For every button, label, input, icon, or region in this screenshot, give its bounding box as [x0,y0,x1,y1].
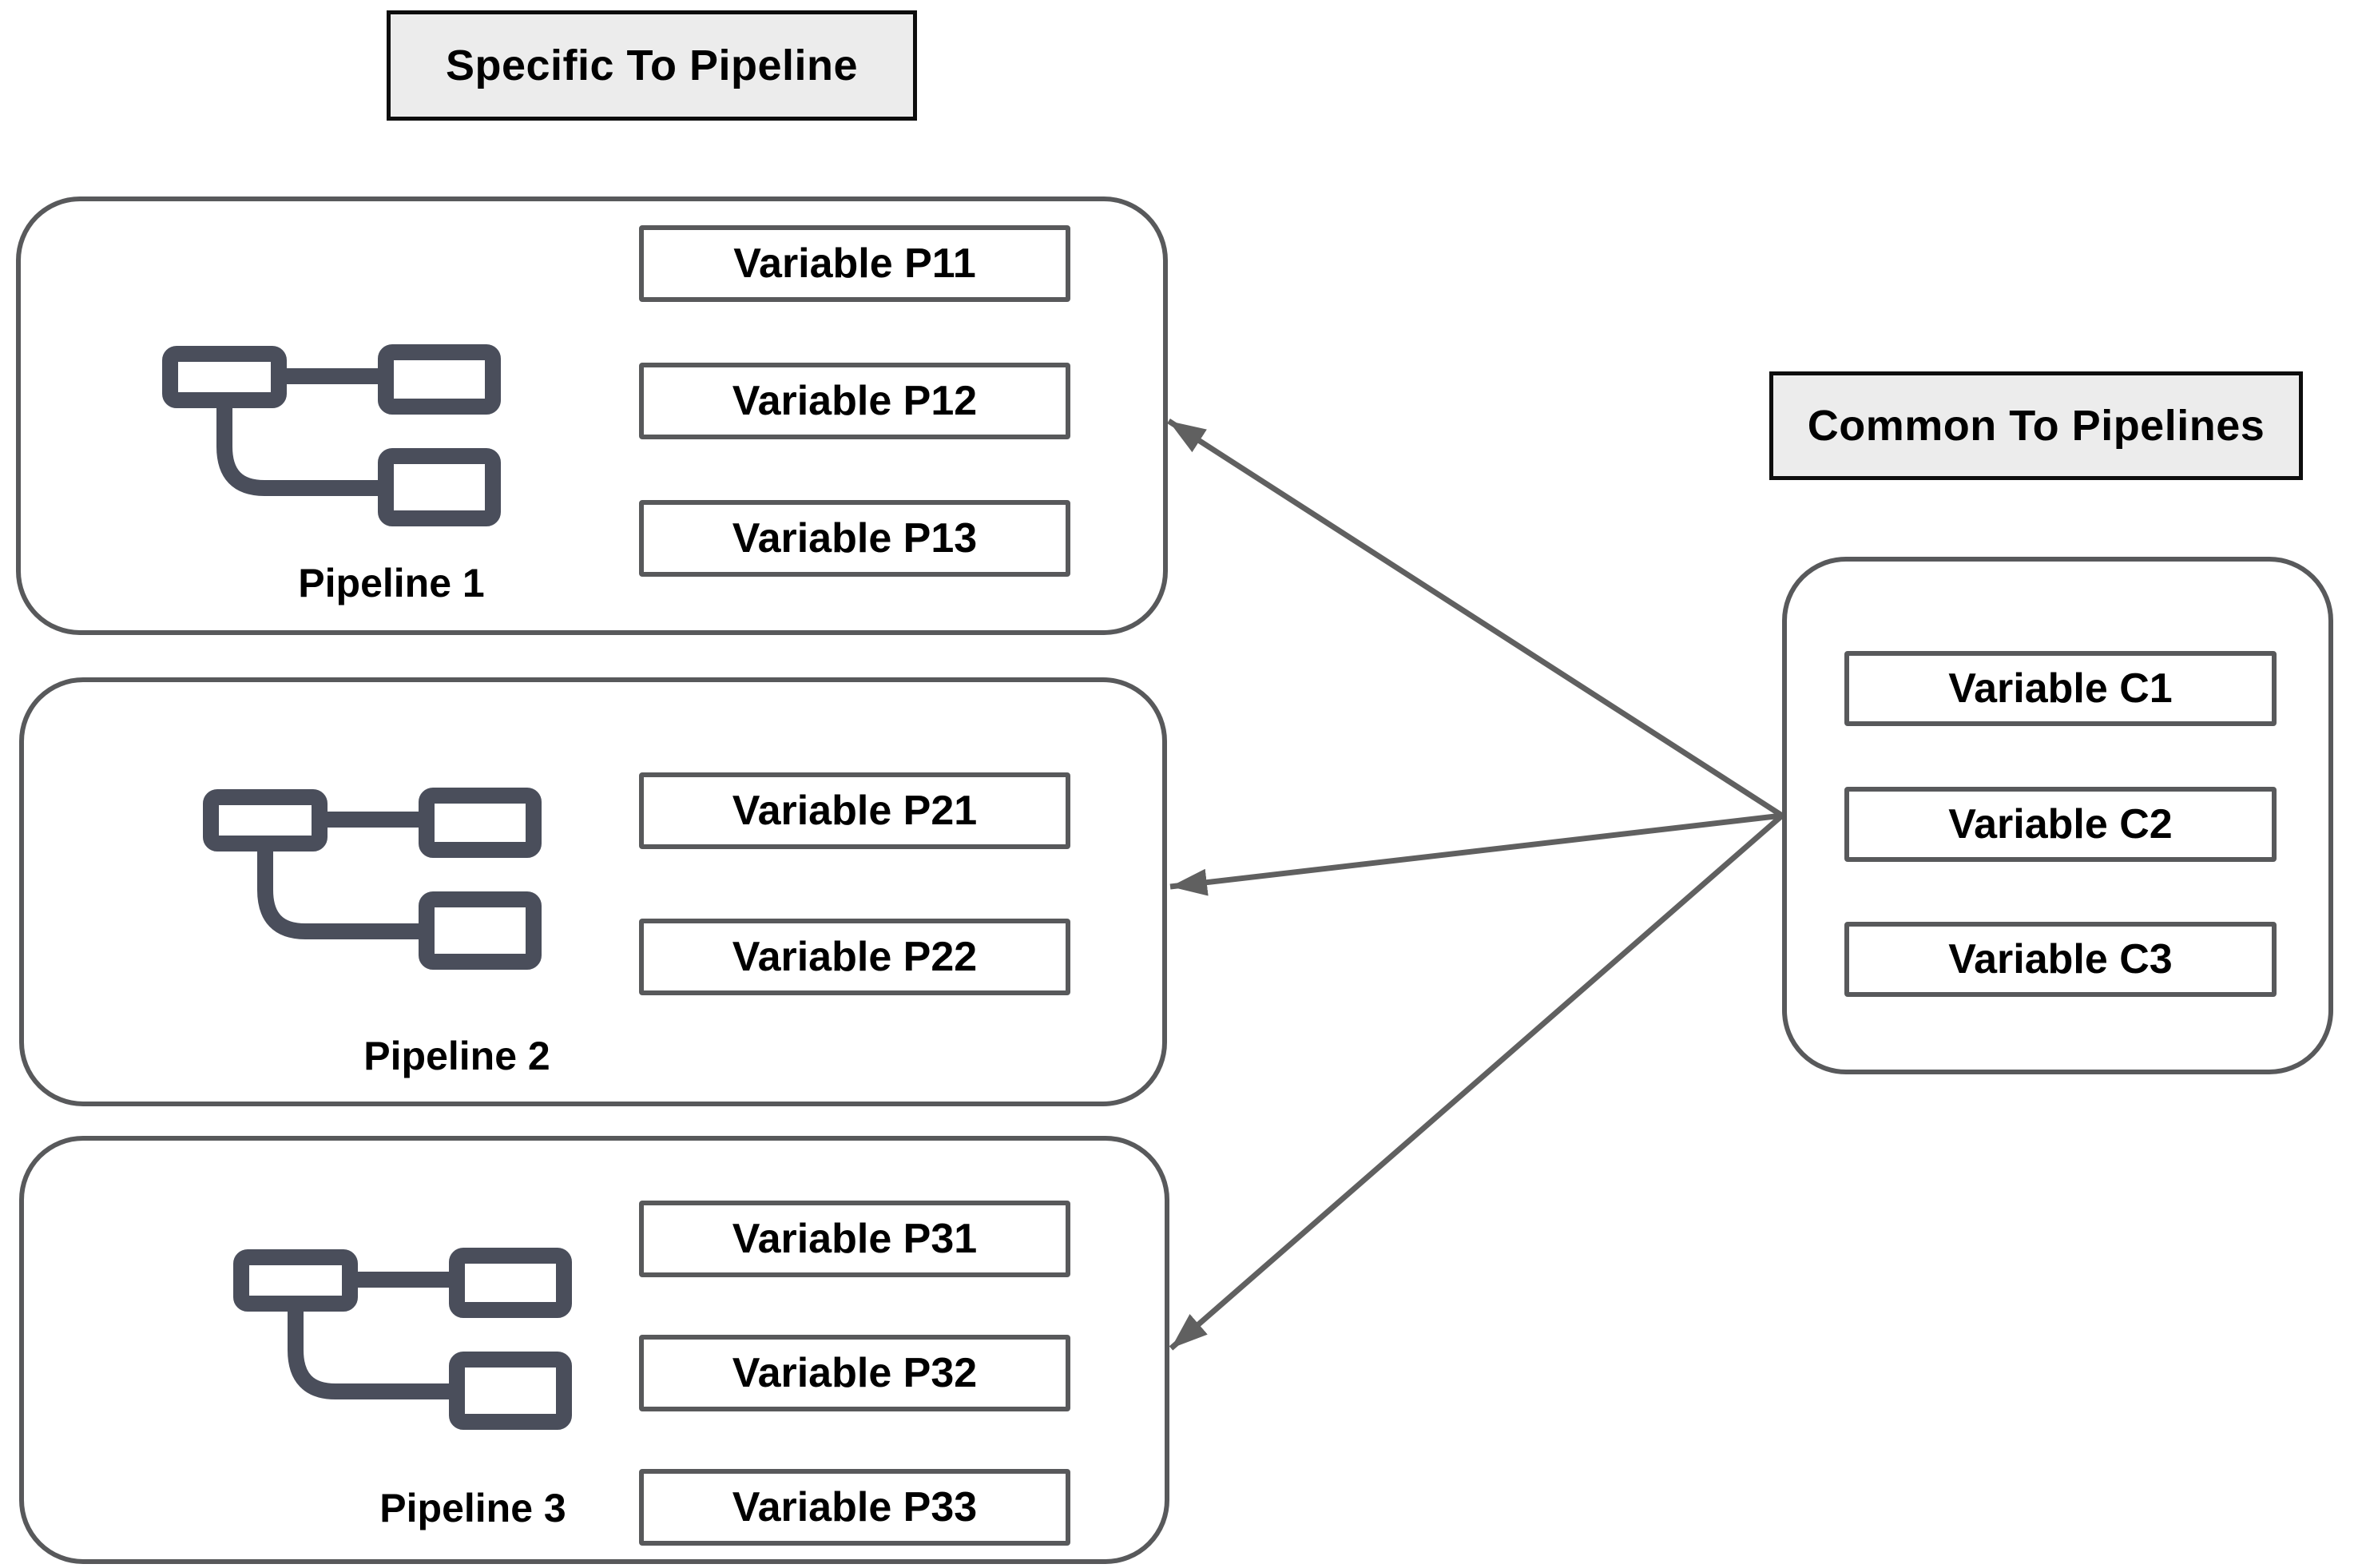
arrow-common-to-pipeline2 [1169,812,1783,896]
workflow-icon [162,344,501,526]
arrow-common-to-pipeline1 [1167,419,1784,818]
variable-box-p33: Variable P33 [639,1469,1070,1546]
pipeline2-container [19,677,1167,1106]
common-header-label: Common To Pipelines [1807,402,2265,450]
variable-box-p13: Variable P13 [639,500,1070,577]
variable-box-p11: Variable P11 [639,225,1070,302]
variable-label: Variable P22 [732,934,978,980]
variable-label: Variable P13 [732,515,978,562]
variable-box-p21: Variable P21 [639,772,1070,849]
workflow-icon [233,1248,572,1430]
variable-label: Variable P21 [732,788,978,834]
common-header: Common To Pipelines [1769,371,2303,480]
variable-box-p31: Variable P31 [639,1201,1070,1277]
variable-label: Variable P11 [733,240,976,287]
variable-box-p32: Variable P32 [639,1335,1070,1411]
variable-box-c2: Variable C2 [1844,787,2277,862]
variable-label: Variable P32 [732,1350,978,1396]
arrow-common-to-pipeline3 [1169,813,1784,1351]
variable-label: Variable P33 [732,1484,978,1530]
pipeline2-label: Pipeline 2 [363,1034,550,1078]
variable-box-p22: Variable P22 [639,919,1070,995]
pipeline3-label: Pipeline 3 [379,1486,566,1530]
variable-box-p12: Variable P12 [639,363,1070,439]
specific-header-label: Specific To Pipeline [445,42,859,89]
specific-header: Specific To Pipeline [387,10,917,121]
pipeline1-label: Pipeline 1 [298,561,485,605]
variable-label: Variable C2 [1948,801,2173,848]
workflow-icon [203,788,542,970]
variable-label: Variable C1 [1948,665,2173,712]
variable-label: Variable P12 [732,378,978,424]
variable-label: Variable C3 [1948,936,2173,982]
variable-label: Variable P31 [732,1216,978,1262]
variable-box-c3: Variable C3 [1844,922,2277,997]
variable-box-c1: Variable C1 [1844,651,2277,726]
